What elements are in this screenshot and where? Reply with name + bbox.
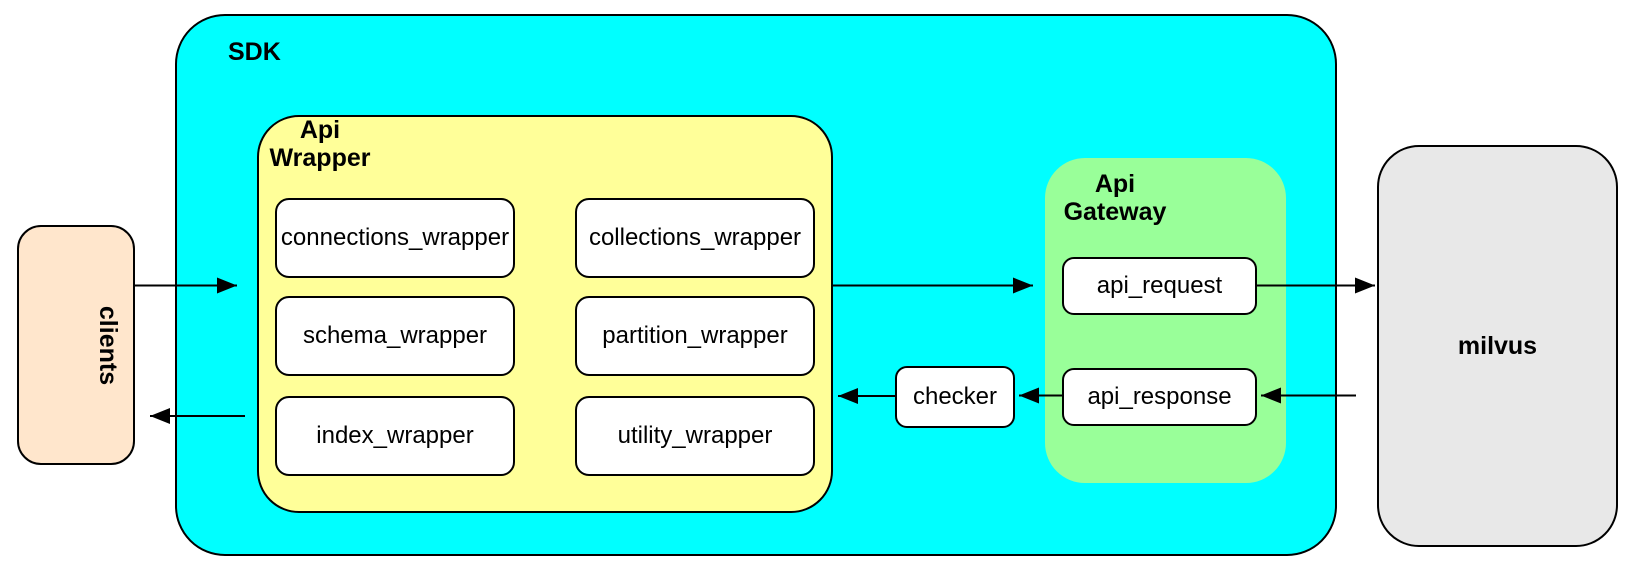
- module-partition-wrapper: partition_wrapper: [575, 296, 815, 376]
- api-wrapper-label: Api Wrapper: [260, 116, 380, 172]
- module-index-wrapper: index_wrapper: [275, 396, 515, 476]
- module-api-response: api_response: [1062, 368, 1257, 426]
- module-api-request: api_request: [1062, 257, 1257, 315]
- checker-box: checker: [895, 366, 1015, 428]
- module-index-wrapper-label: index_wrapper: [316, 422, 474, 449]
- milvus-box: milvus: [1377, 145, 1618, 547]
- module-api-response-label: api_response: [1087, 383, 1232, 410]
- module-api-request-label: api_request: [1096, 272, 1223, 299]
- module-schema-wrapper-label: schema_wrapper: [302, 322, 488, 349]
- module-schema-wrapper: schema_wrapper: [275, 296, 515, 376]
- api-wrapper-label-line2: Wrapper: [269, 144, 371, 172]
- api-gateway-label-line1: Api: [1094, 170, 1136, 198]
- module-connections-wrapper-label: connections_wrapper: [280, 224, 510, 251]
- module-utility-wrapper: utility_wrapper: [575, 396, 815, 476]
- clients-label: clients: [94, 305, 123, 385]
- milvus-label: milvus: [1457, 331, 1538, 360]
- api-gateway-container: [1045, 158, 1286, 483]
- api-gateway-label-line2: Gateway: [1063, 198, 1167, 226]
- module-collections-wrapper-label: collections_wrapper: [588, 224, 802, 251]
- module-collections-wrapper: collections_wrapper: [575, 198, 815, 278]
- api-gateway-label: Api Gateway: [1055, 170, 1175, 226]
- sdk-label: SDK: [228, 38, 281, 66]
- module-connections-wrapper: connections_wrapper: [275, 198, 515, 278]
- api-wrapper-label-line1: Api: [299, 116, 341, 144]
- module-utility-wrapper-label: utility_wrapper: [617, 422, 773, 449]
- module-partition-wrapper-label: partition_wrapper: [602, 322, 788, 349]
- clients-box: clients: [17, 225, 135, 465]
- checker-label: checker: [912, 383, 998, 410]
